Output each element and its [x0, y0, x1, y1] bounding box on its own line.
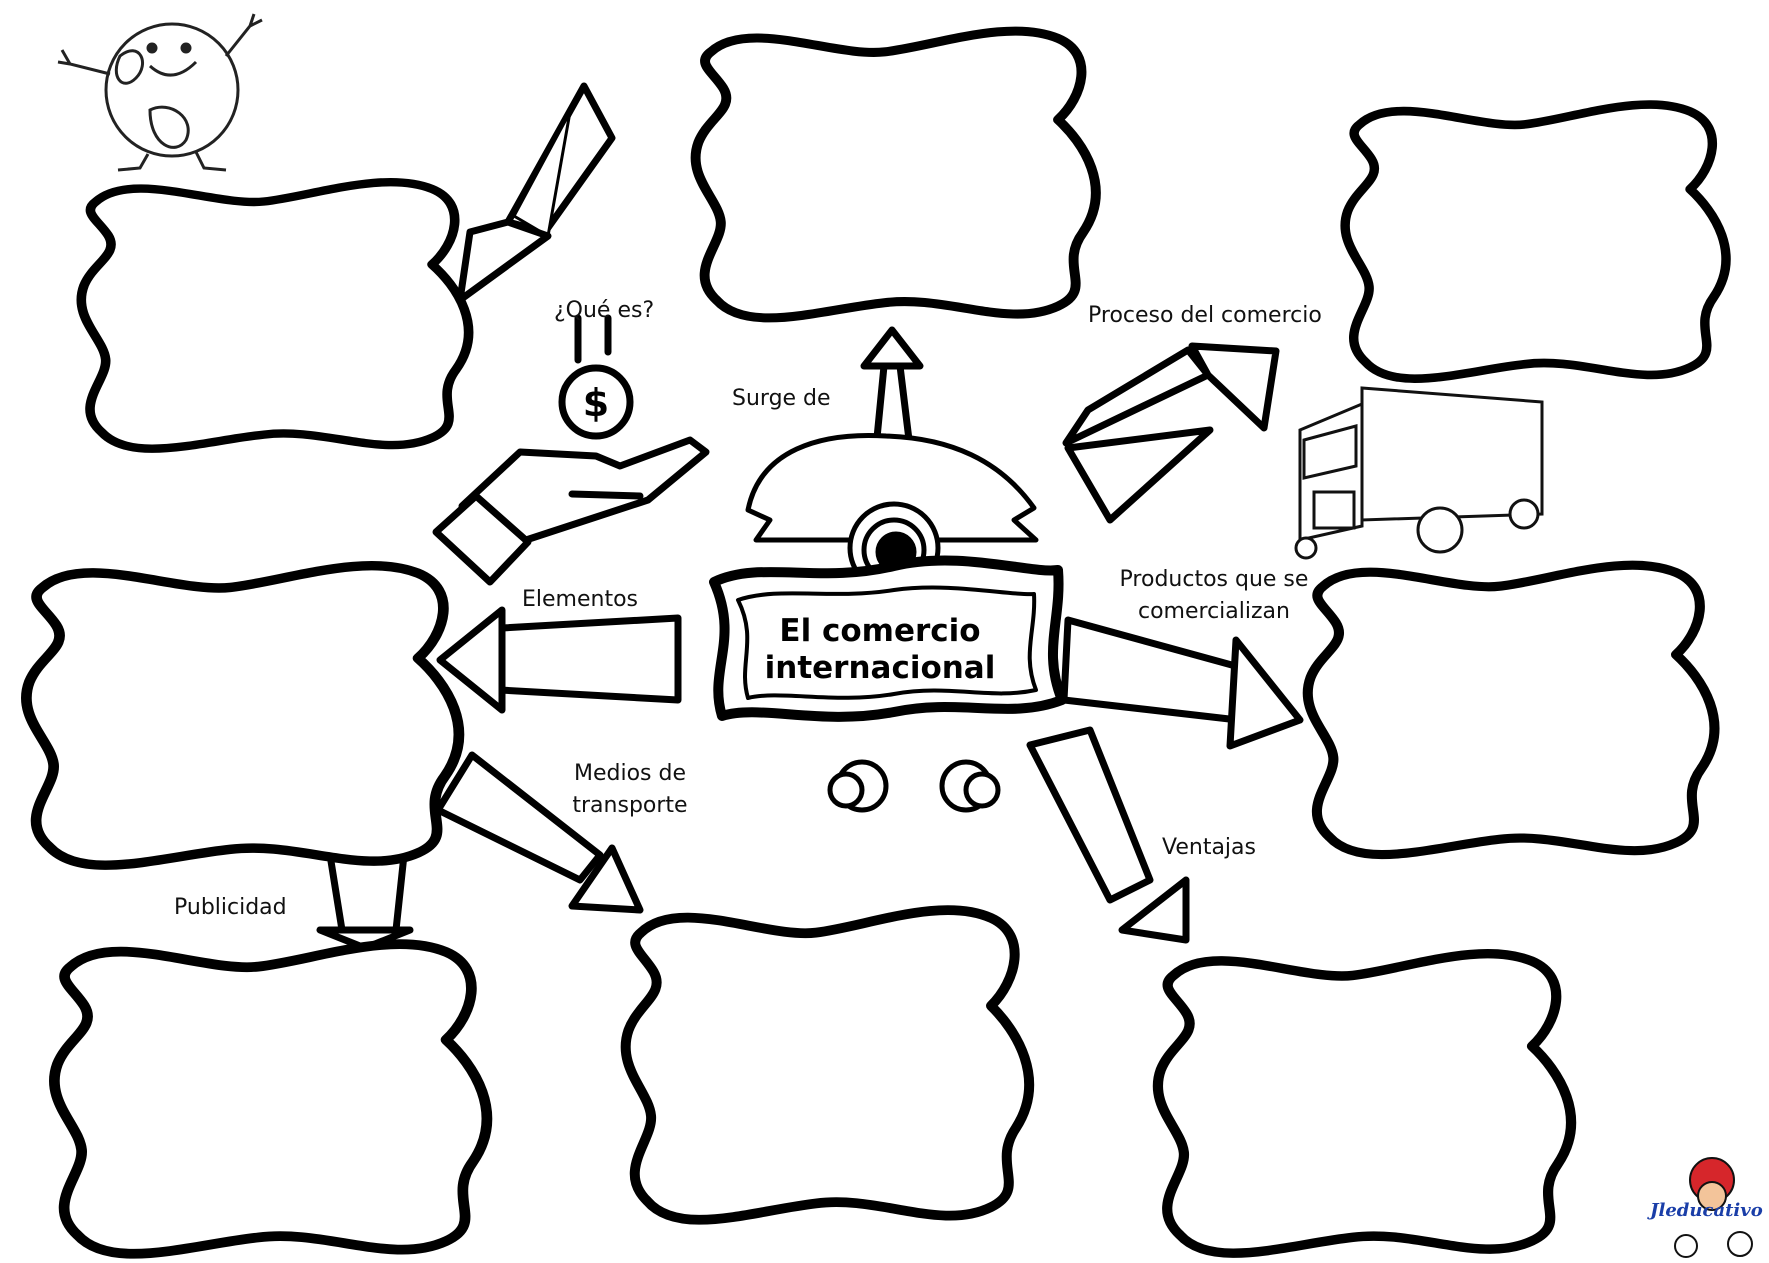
arrow-surge-de: [456, 82, 616, 304]
arrow-medios: [434, 751, 644, 914]
cloud-ventajas[interactable]: [1158, 954, 1571, 1254]
label-surge-de: Surge de: [732, 386, 831, 411]
label-productos-line-1: Productos que se: [1119, 567, 1309, 592]
arrow-ventajas: [1026, 726, 1190, 944]
title-line-2: internacional: [764, 650, 996, 687]
cloud-elementos[interactable]: [26, 566, 459, 866]
one-eyed-monster-icon: [709, 432, 1067, 813]
globe-mascot-icon: [57, 13, 263, 172]
label-publicidad: Publicidad: [174, 895, 287, 920]
truck-icon: [1294, 386, 1544, 560]
svg-text:$: $: [583, 381, 609, 425]
mascot-logo-icon: [1674, 1157, 1753, 1258]
arrow-proceso: [1062, 342, 1280, 524]
brand-logo-text: Jleducativo: [1650, 1200, 1763, 1221]
label-medios-line-1: Medios de: [573, 761, 686, 786]
label-ventajas: Ventajas: [1162, 835, 1256, 860]
cloud-medios[interactable]: [626, 910, 1029, 1220]
cloud-productos[interactable]: [1308, 565, 1715, 854]
cloud-que-es[interactable]: [81, 182, 468, 449]
dollar-coin-icon: $: [558, 364, 634, 440]
money-hand-icon: [432, 314, 710, 586]
arrow-publicidad: [316, 851, 414, 952]
arrow-up-center: [860, 326, 924, 452]
cloud-surge-de[interactable]: [696, 31, 1096, 318]
label-productos-line-2: comercializan: [1138, 598, 1290, 624]
label-productos: Productos que se comercializan: [1104, 564, 1324, 628]
page-title: El comercio internacional: [742, 613, 1018, 687]
label-medios: Medios de transporte: [560, 758, 700, 822]
arrow-productos: [1060, 616, 1304, 750]
title-line-1: El comercio: [779, 613, 981, 649]
label-medios-line-2: transporte: [572, 792, 688, 818]
label-que-es: ¿Qué es?: [554, 298, 655, 323]
label-proceso: Proceso del comercio: [1088, 303, 1322, 328]
label-elementos: Elementos: [522, 587, 639, 612]
cloud-proceso[interactable]: [1345, 104, 1726, 378]
cloud-publicidad[interactable]: [54, 944, 487, 1254]
arrow-elementos: [436, 606, 682, 714]
